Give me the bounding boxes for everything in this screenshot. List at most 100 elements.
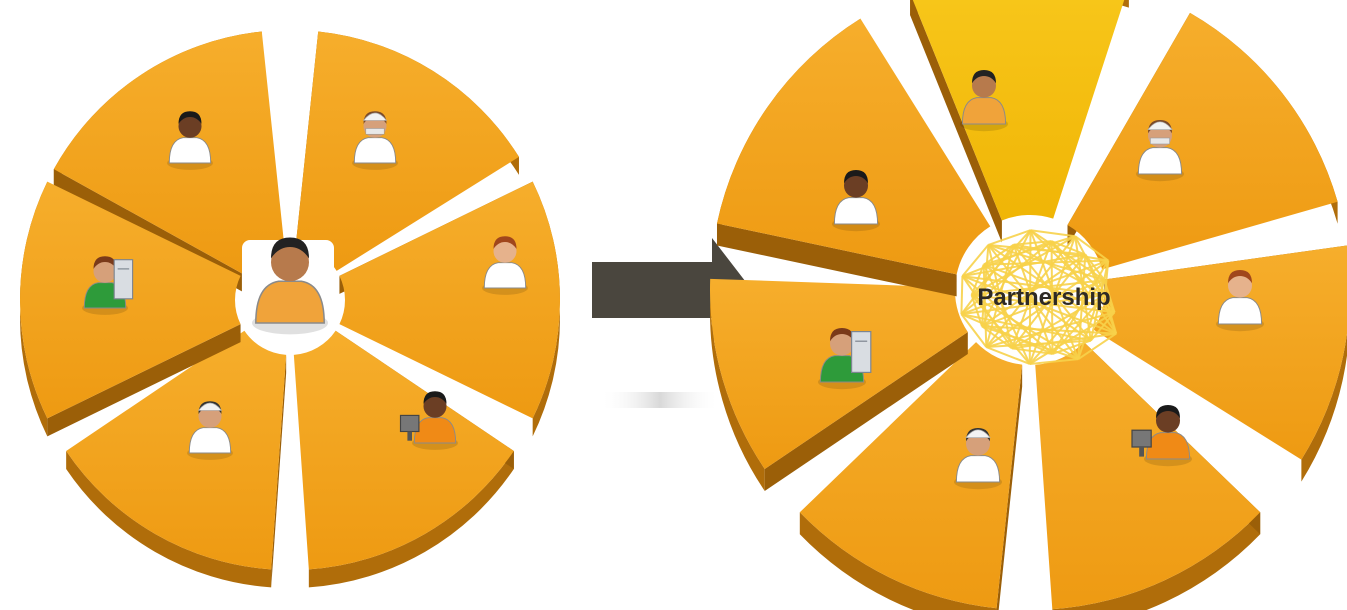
network-link — [1089, 260, 1110, 341]
right-computer-user-icon-hair — [1156, 405, 1180, 419]
right-medic-icon — [954, 428, 1002, 490]
network-link — [961, 244, 990, 277]
left-person-icon-hair — [178, 111, 202, 124]
network-link — [1013, 243, 1109, 262]
right-computer-user-icon-head — [1156, 408, 1180, 433]
right-segment-nurse — [1093, 245, 1347, 482]
left-segment-pharmacist-edge — [271, 354, 287, 588]
left-server-user-icon-server — [113, 259, 134, 300]
network-link — [981, 279, 1105, 328]
left-medic-icon — [187, 401, 233, 460]
right-patient-icon-body — [961, 97, 1007, 125]
right-segment-patient — [910, 0, 1129, 243]
right-segment-technician-top — [1035, 342, 1261, 610]
right-segment-surgeon — [1067, 12, 1338, 270]
right-segment-patient-edge — [910, 0, 1002, 243]
network-link — [971, 294, 1079, 361]
network-link — [1077, 332, 1117, 361]
network-link — [962, 253, 1086, 278]
left-segment-administrator — [20, 181, 241, 437]
network-link — [970, 294, 983, 327]
left-segment-pharmacist — [66, 330, 287, 588]
right-medic-icon-cap — [965, 429, 991, 438]
right-surgeon-icon — [1136, 120, 1184, 182]
network-link — [1029, 311, 1116, 365]
network-link — [970, 229, 1032, 296]
right-segment-nurse-top — [1093, 245, 1347, 460]
network-link — [971, 279, 1105, 296]
left-surgeon-icon-cap — [362, 112, 388, 121]
right-person-icon-body — [833, 197, 879, 225]
left-person-icon — [167, 111, 213, 170]
partnership-label: Partnership — [977, 284, 1110, 311]
network-link — [981, 325, 1013, 350]
network-link — [1074, 235, 1109, 262]
network-link — [1011, 347, 1053, 355]
left-wheel — [20, 31, 560, 588]
partnership-network — [960, 229, 1118, 365]
right-wheel — [710, 0, 1347, 610]
network-link — [980, 244, 990, 327]
left-computer-user-icon-monitor-stand — [407, 431, 412, 441]
left-medic-icon-hair — [198, 401, 222, 414]
left-nurse-icon — [482, 236, 528, 295]
left-segment-pharmacist-side — [66, 450, 272, 588]
right-server-user-icon-head — [830, 331, 854, 356]
right-segment-physician-top — [716, 18, 991, 275]
right-nurse-icon-hair — [1228, 270, 1252, 284]
left-computer-user-icon-monitor — [399, 414, 420, 433]
right-surgeon-icon-cap — [1147, 121, 1173, 130]
left-patient-icon — [252, 237, 328, 335]
right-segment-administrator-side — [710, 278, 765, 491]
right-computer-user-icon — [1131, 405, 1192, 467]
left-segment-physician-top — [53, 31, 285, 274]
left-patient-icon-body — [255, 280, 325, 324]
left-segment-surgeon — [295, 31, 519, 271]
left-nurse-icon-body — [483, 262, 527, 289]
right-segment-pharmacist — [799, 342, 1023, 610]
left-server-user-icon — [82, 256, 134, 315]
right-segment-pharmacist-edge — [996, 364, 1023, 610]
left-surgeon-icon-mask — [365, 128, 385, 135]
network-link — [960, 313, 988, 348]
network-link — [988, 229, 1031, 246]
network-link — [962, 275, 1106, 296]
right-segment-physician-edge — [716, 223, 957, 297]
right-server-user-icon — [818, 328, 872, 390]
network-link — [1074, 235, 1116, 313]
left-surgeon-icon-body — [353, 137, 397, 164]
network-link — [961, 275, 1013, 349]
arrow-shadow — [600, 392, 720, 408]
right-server-user-icon-server — [851, 330, 872, 374]
left-server-user-icon-head — [93, 259, 117, 283]
left-computer-user-icon-hair — [423, 391, 447, 404]
network-link — [985, 346, 1031, 365]
network-link — [981, 325, 1117, 335]
left-segment-surgeon-top — [295, 31, 519, 271]
left-segment-technician-side — [308, 450, 514, 588]
network-link — [1013, 240, 1052, 246]
left-patient-icon-hair — [271, 237, 309, 259]
right-surgeon-icon-body — [1137, 147, 1183, 175]
network-link — [985, 244, 1015, 348]
left-nurse-icon-head — [493, 239, 517, 263]
left-server-user-icon-hair — [93, 256, 117, 269]
right-patient-icon-hair — [972, 70, 996, 84]
right-segment-administrator-edge — [764, 331, 968, 491]
right-patient-icon-head — [972, 73, 996, 98]
left-computer-user-icon — [399, 391, 458, 450]
left-medic-icon-body — [188, 427, 232, 454]
right-computer-user-icon-monitor — [1131, 429, 1152, 448]
left-medic-icon-cap — [197, 402, 223, 411]
network-link — [983, 235, 1076, 266]
right-surgeon-icon-hair — [1148, 120, 1172, 134]
network-link — [988, 243, 1105, 282]
left-person-icon-head — [178, 114, 202, 138]
network-link — [1084, 253, 1106, 281]
right-person-icon-hair — [844, 170, 868, 184]
network-link — [986, 339, 1091, 349]
network-link — [1077, 279, 1106, 360]
right-segment-technician-side — [1052, 512, 1261, 610]
left-person-icon-body — [168, 137, 212, 164]
network-link — [1050, 240, 1106, 296]
